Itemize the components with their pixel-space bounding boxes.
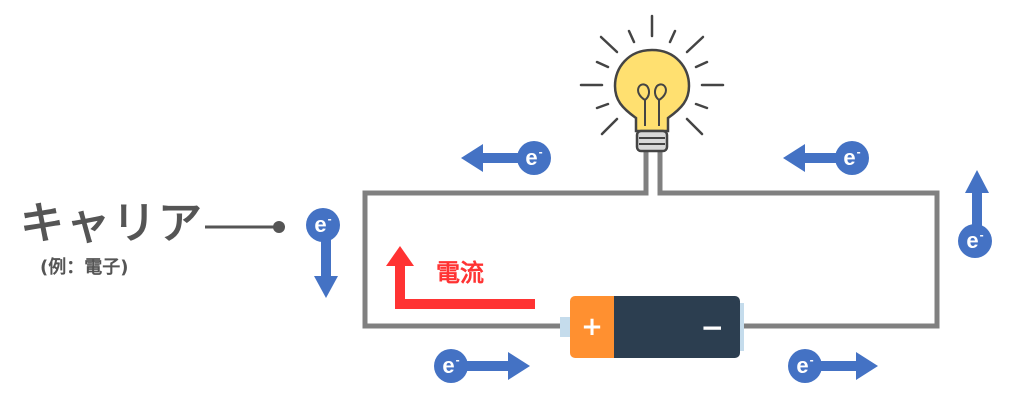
- electron-icon-left: e-: [306, 208, 340, 242]
- electron-arrow-left-down: [314, 238, 338, 298]
- electron-icon-bottom-left: e-: [434, 349, 468, 383]
- electron-arrow-top-right: [783, 144, 846, 172]
- carrier-label: キャリア: [20, 198, 204, 249]
- carrier-pointer-line: [205, 221, 285, 233]
- electron-icon-right: e-: [958, 224, 992, 258]
- light-bulb-icon: [579, 14, 725, 153]
- current-arrow-icon: [386, 246, 535, 309]
- battery-terminal-plus: [560, 317, 572, 337]
- battery-terminal-minus: [738, 303, 744, 351]
- electron-icon-top-right: e-: [835, 141, 869, 175]
- electron-icon-top-left: e-: [517, 141, 551, 175]
- electron-icon-bottom-right: e-: [788, 349, 822, 383]
- electron-arrow-top-left: [461, 144, 524, 172]
- circuit-wire: [362, 150, 940, 329]
- electron-arrow-bottom-left: [466, 352, 530, 380]
- electron-arrow-right-up: [965, 170, 989, 232]
- battery-plus-terminal: +: [570, 296, 614, 358]
- electron-arrow-bottom-right: [820, 352, 878, 380]
- current-label: 電流: [436, 259, 484, 287]
- battery-minus-terminal: −: [614, 296, 740, 358]
- carrier-example-label: (例：電子): [40, 257, 129, 278]
